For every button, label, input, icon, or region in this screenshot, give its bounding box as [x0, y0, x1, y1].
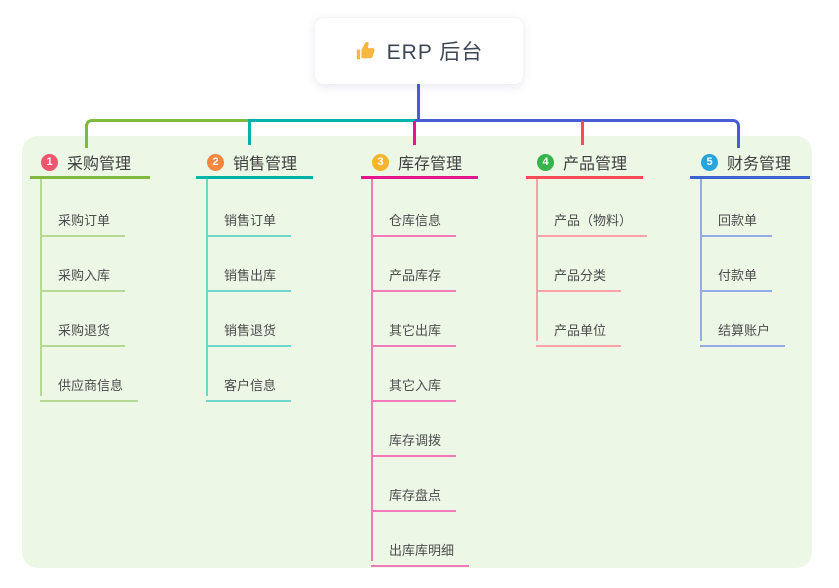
bus-elbow-right — [415, 119, 740, 148]
branch-node-label: 产品管理 — [563, 156, 628, 173]
leaf-node[interactable]: 产品单位 — [536, 313, 622, 347]
bus-segment-teal — [248, 119, 415, 122]
leaf-node[interactable]: 出库库明细 — [371, 533, 470, 567]
child-tree-line — [371, 179, 373, 561]
child-tree-line — [700, 179, 702, 341]
branch-number-badge: 3 — [372, 153, 389, 171]
leaf-node[interactable]: 销售出库 — [206, 258, 292, 292]
leaf-node[interactable]: 库存调拨 — [371, 423, 457, 457]
leaf-node[interactable]: 回款单 — [700, 203, 773, 237]
branch-number-badge: 2 — [207, 153, 224, 171]
branch-node-product[interactable]: 4 产品管理 — [526, 148, 643, 179]
leaf-node[interactable]: 销售退货 — [206, 313, 292, 347]
branch-node-sales[interactable]: 2 销售管理 — [196, 148, 313, 179]
branch-node-purchase[interactable]: 1 采购管理 — [30, 148, 150, 179]
branch3-drop-line — [413, 121, 416, 145]
root-node-label: ERP 后台 — [386, 41, 484, 64]
branch-node-label: 库存管理 — [398, 156, 463, 173]
leaf-node[interactable]: 客户信息 — [206, 368, 292, 402]
branch-number-badge: 4 — [537, 153, 554, 171]
branch-node-label: 销售管理 — [233, 156, 298, 173]
branch4-drop-line — [581, 121, 584, 145]
branches-panel — [22, 136, 812, 568]
branch-node-label: 财务管理 — [727, 156, 792, 173]
leaf-node[interactable]: 供应商信息 — [40, 368, 139, 402]
leaf-node[interactable]: 其它入库 — [371, 368, 457, 402]
leaf-node[interactable]: 结算账户 — [700, 313, 786, 347]
leaf-node[interactable]: 产品（物料） — [536, 203, 648, 237]
leaf-node[interactable]: 付款单 — [700, 258, 773, 292]
branch2-drop-line — [248, 119, 251, 145]
branch-node-inventory[interactable]: 3 库存管理 — [361, 148, 478, 179]
leaf-node[interactable]: 库存盘点 — [371, 478, 457, 512]
branch-node-label: 采购管理 — [67, 156, 132, 173]
branch-number-badge: 5 — [701, 153, 718, 171]
leaf-node[interactable]: 仓库信息 — [371, 203, 457, 237]
bus-elbow-left — [85, 119, 248, 148]
child-tree-line — [40, 179, 42, 396]
root-connector-line — [417, 84, 420, 120]
leaf-node[interactable]: 产品库存 — [371, 258, 457, 292]
branch-number-badge: 1 — [41, 153, 58, 171]
child-tree-line — [206, 179, 208, 396]
root-node[interactable]: ERP 后台 — [315, 18, 523, 84]
thumbs-up-icon — [355, 40, 377, 62]
child-tree-line — [536, 179, 538, 341]
leaf-node[interactable]: 其它出库 — [371, 313, 457, 347]
branch-node-finance[interactable]: 5 财务管理 — [690, 148, 810, 179]
leaf-node[interactable]: 采购入库 — [40, 258, 126, 292]
leaf-node[interactable]: 产品分类 — [536, 258, 622, 292]
leaf-node[interactable]: 采购退货 — [40, 313, 126, 347]
leaf-node[interactable]: 销售订单 — [206, 203, 292, 237]
leaf-node[interactable]: 采购订单 — [40, 203, 126, 237]
